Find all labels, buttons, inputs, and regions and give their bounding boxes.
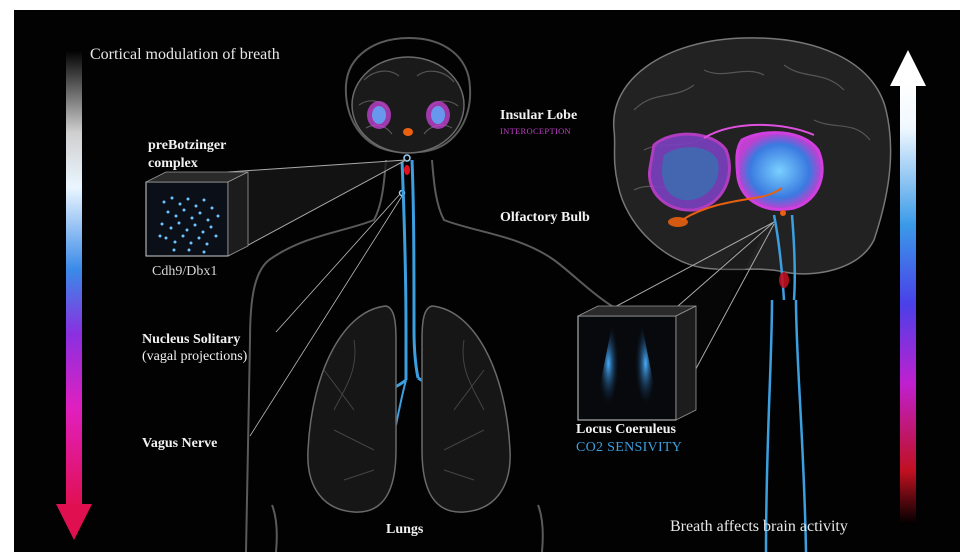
diagram-canvas: Cortical modulation of breath Breath aff…	[14, 10, 960, 552]
breath-affects-label: Breath affects brain activity	[670, 518, 848, 536]
prebotzinger-zoom	[146, 160, 406, 256]
insular-lobe-label: Insular Lobe	[500, 108, 577, 124]
vagal-projections-label: (vagal projections)	[142, 349, 247, 365]
breath-brain-illustration	[14, 10, 960, 552]
interoception-label: INTEROCEPTION	[500, 126, 571, 136]
locus-coeruleus-label: Locus Coeruleus	[576, 422, 676, 438]
brain-sagittal-view	[614, 38, 891, 552]
prebotzinger-label-line1: preBotzinger	[148, 138, 226, 154]
prebotzinger-label-line2: complex	[148, 156, 198, 172]
lungs-illustration	[308, 306, 510, 512]
cortical-modulation-arrow	[56, 50, 92, 540]
brain-activity-arrow	[890, 50, 926, 524]
nucleus-solitary-label: Nucleus Solitary	[142, 332, 240, 348]
cortical-modulation-label: Cortical modulation of breath	[90, 46, 280, 64]
vagus-nerve-label: Vagus Nerve	[142, 436, 217, 452]
cdh9-dbx1-label: Cdh9/Dbx1	[152, 264, 217, 280]
co2-sensivity-label: CO2 SENSIVITY	[576, 440, 682, 456]
lungs-label: Lungs	[386, 522, 423, 538]
olfactory-bulb-label: Olfactory Bulb	[500, 210, 590, 226]
